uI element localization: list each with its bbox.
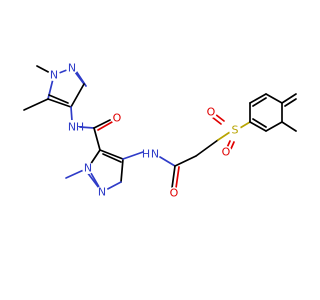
bond bbox=[265, 121, 283, 132]
atom-o1: O bbox=[113, 112, 122, 125]
bond bbox=[93, 127, 101, 151]
bond bbox=[175, 166, 180, 189]
atom-o3: O bbox=[207, 106, 216, 119]
atom-labels: N N N H O H N N N O S O O bbox=[48, 62, 241, 200]
bond bbox=[174, 155, 197, 167]
bond bbox=[265, 93, 283, 104]
bond bbox=[99, 149, 124, 160]
atom-amide-h2: H bbox=[142, 148, 150, 161]
bond bbox=[252, 118, 267, 128]
bottom-pyrazole-ring bbox=[65, 149, 124, 193]
bond bbox=[120, 158, 124, 183]
bond bbox=[249, 93, 267, 104]
bond bbox=[281, 121, 297, 132]
bond bbox=[284, 98, 297, 107]
atom-o2: O bbox=[170, 187, 179, 200]
bond bbox=[86, 171, 100, 189]
bond bbox=[249, 121, 267, 132]
bond bbox=[23, 98, 49, 111]
bond bbox=[159, 156, 176, 167]
bond bbox=[195, 139, 219, 157]
atom-n4: N bbox=[98, 186, 106, 199]
atom-s: S bbox=[232, 124, 239, 137]
bond bbox=[217, 131, 231, 141]
bond bbox=[281, 93, 297, 104]
atom-amide-n2: N bbox=[151, 148, 159, 161]
bond bbox=[102, 153, 122, 163]
atom-n1: N bbox=[68, 62, 76, 75]
bond bbox=[70, 106, 73, 122]
atom-n2: N bbox=[50, 69, 58, 82]
bond bbox=[93, 119, 111, 129]
naphthalene-ring bbox=[249, 93, 297, 132]
bond bbox=[252, 97, 267, 107]
bond bbox=[79, 126, 95, 129]
bond bbox=[122, 151, 144, 160]
bond bbox=[48, 94, 69, 104]
bond bbox=[70, 83, 85, 108]
propanamide-chain bbox=[122, 131, 231, 189]
atom-amide-h1: H bbox=[76, 121, 84, 134]
atom-n3: N bbox=[84, 162, 92, 175]
atom-o4: O bbox=[222, 146, 231, 159]
bond bbox=[171, 165, 176, 189]
bond bbox=[211, 116, 222, 125]
carboxamide-group bbox=[79, 119, 113, 151]
bond bbox=[214, 113, 225, 122]
atom-amide-n1: N bbox=[68, 121, 76, 134]
bond bbox=[97, 121, 113, 131]
bond bbox=[239, 121, 251, 129]
molecule-diagram: N N N H O H N N N O S O O bbox=[23, 61, 297, 200]
structure-svg: N N N H O H N N N O S O O bbox=[23, 62, 297, 200]
bond bbox=[47, 98, 72, 108]
